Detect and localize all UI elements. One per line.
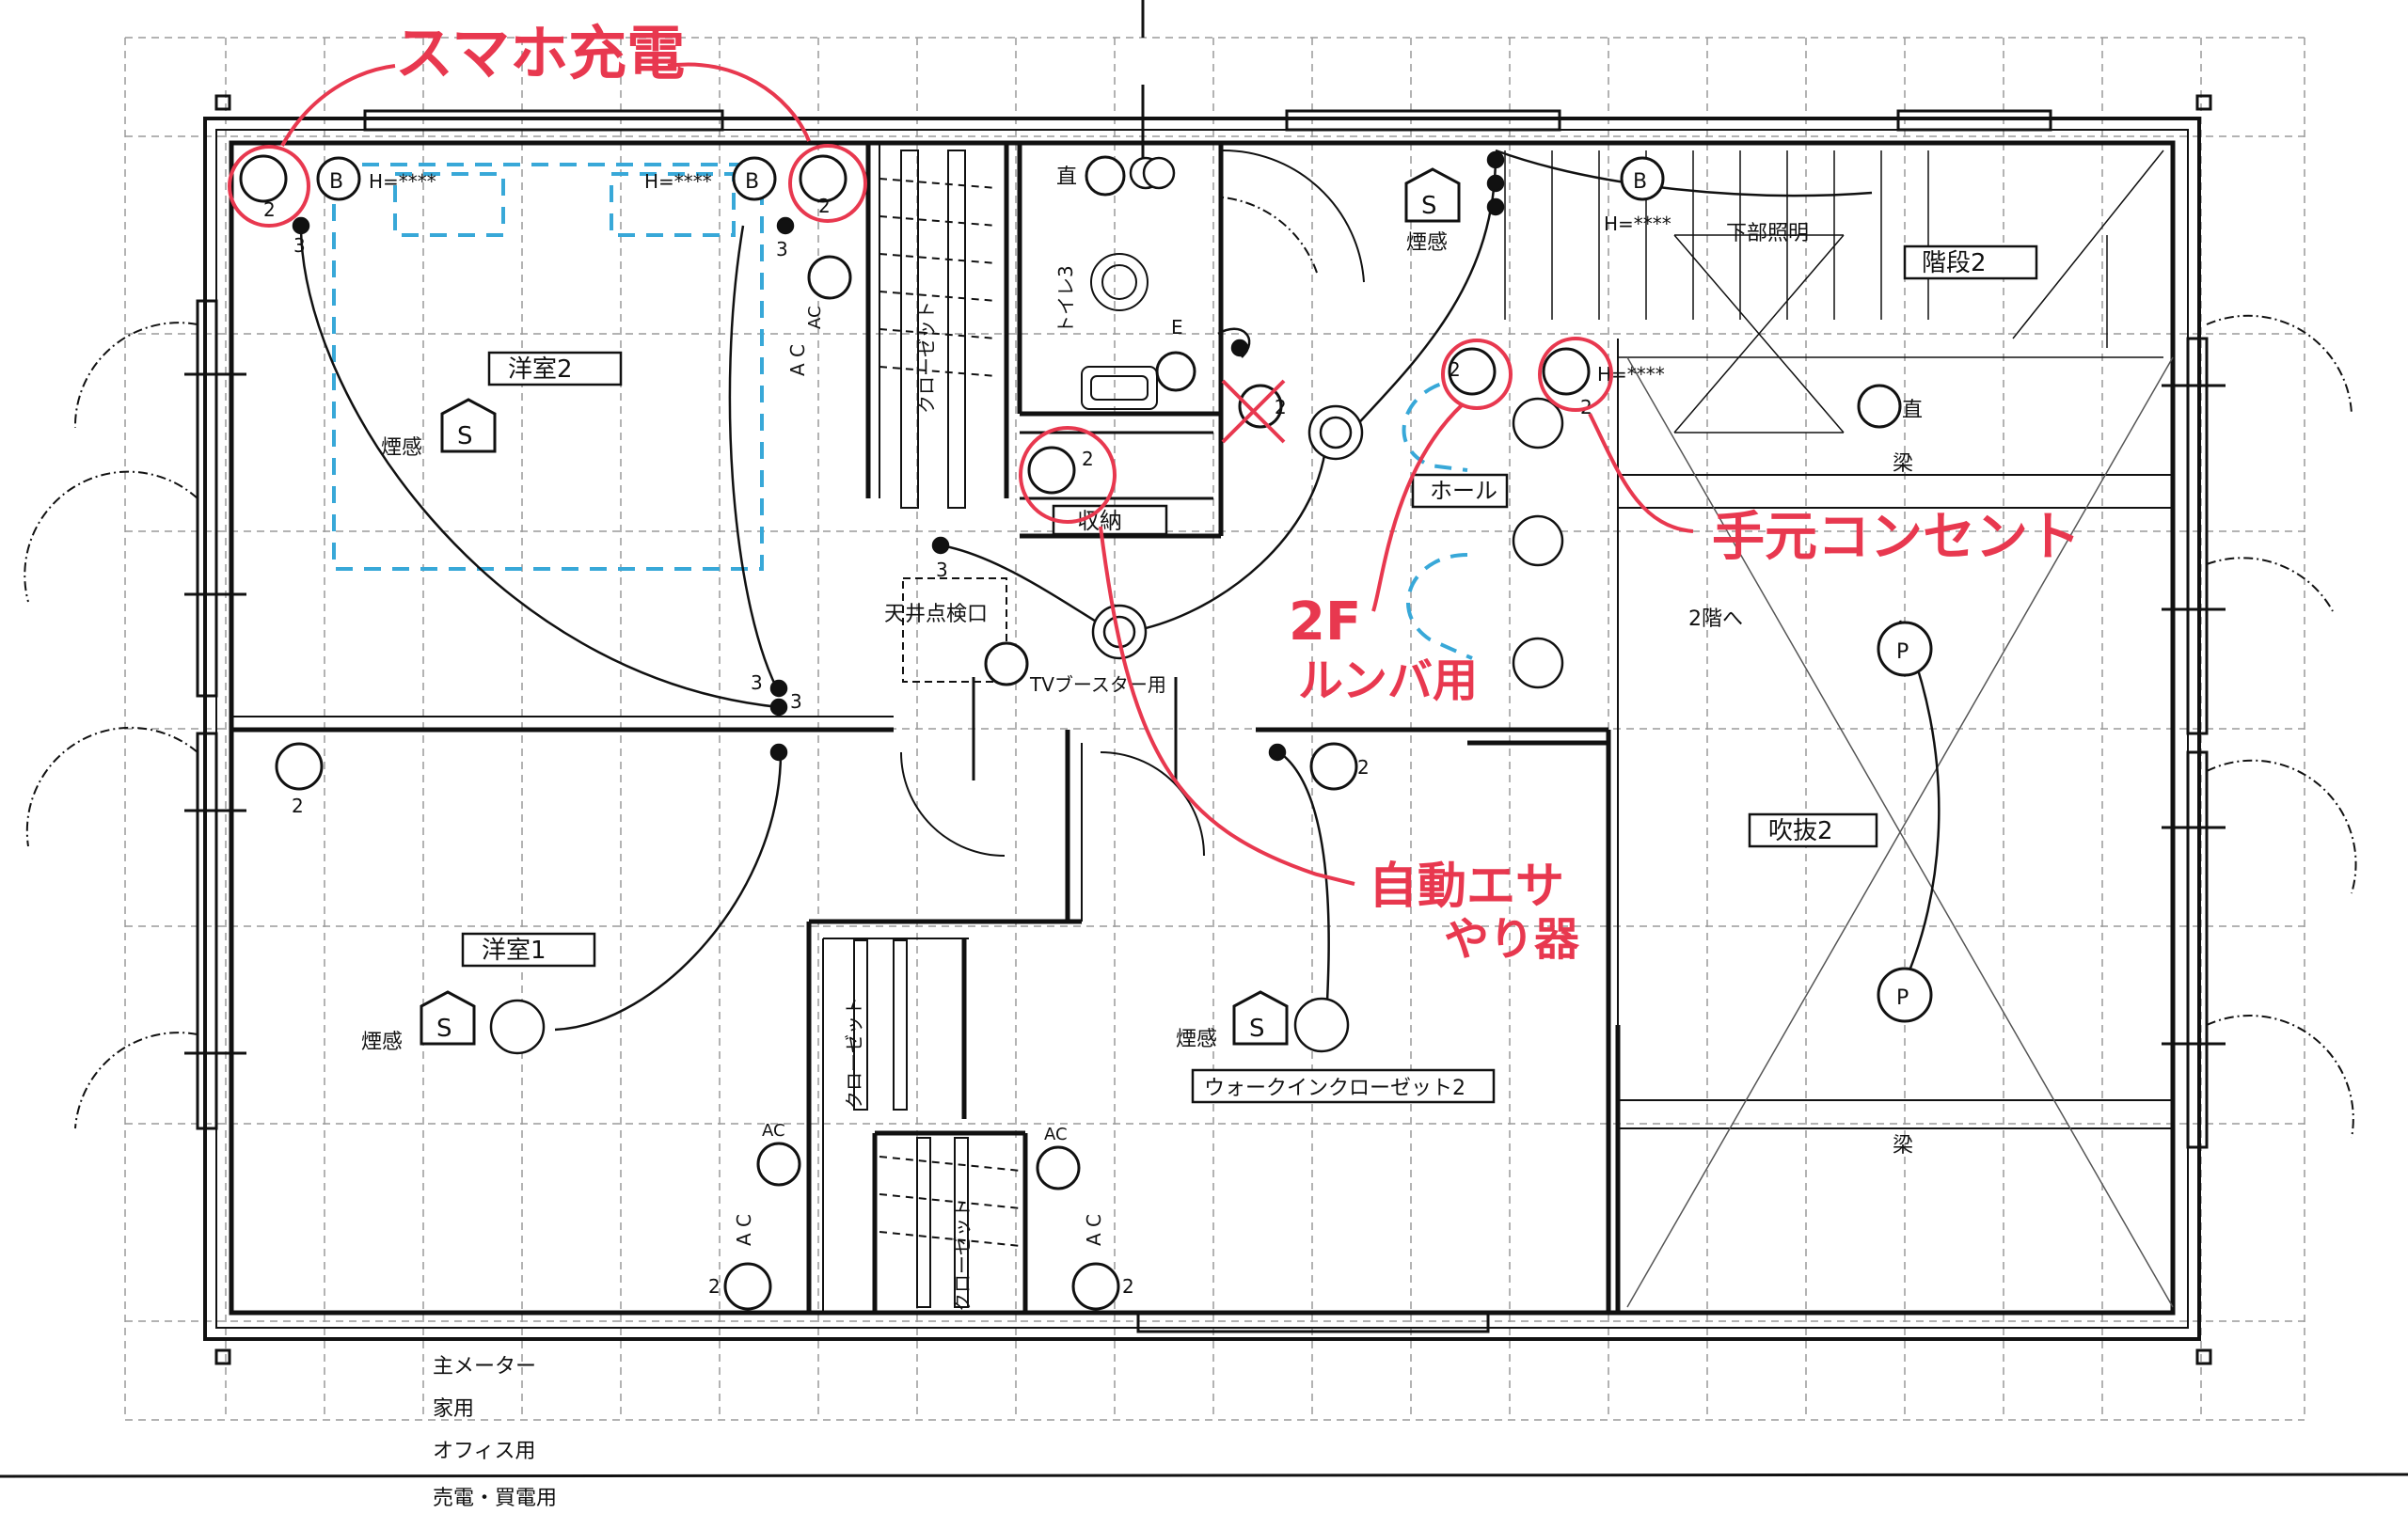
exterior-walls [24,94,2357,1365]
annotation-feeder-line1: 自動エサ [1369,859,1564,915]
h-mark-4: H=**** [1604,213,1671,235]
p-label-2: P [1896,986,1909,1010]
beam-label-1: 梁 [1893,452,1913,476]
ac-short-3: AC [1044,1125,1068,1144]
toilet-fixtures [1081,253,1158,410]
num-label-11: 3 [293,234,306,257]
annotation-hand-outlet: 手元コンセント [1712,507,2081,568]
num-label-12: 3 [776,238,788,260]
num-label-15: 3 [936,559,948,581]
room-western1: 洋室1 [482,937,547,965]
h-mark-2: H=**** [644,170,712,193]
interior-walls [231,143,2173,1313]
legend-item-3: オフィス用 [433,1440,536,1463]
legend-item-2: 家用 [433,1397,474,1421]
legend-item-1: 主メーター [433,1355,536,1379]
room-label-boxes [461,244,2038,1104]
num-label-9: 2 [1122,1275,1134,1298]
b-label-2: B [745,170,759,194]
h-mark-1: H=**** [369,170,436,193]
num-label-1: 2 [263,198,276,221]
ceiling-hatch [902,577,1007,683]
e-mark: E [1171,316,1183,339]
closet-shelves [853,150,1022,1308]
p-label-1: P [1896,640,1909,664]
annotation-roomba-line2: ルンバ用 [1298,654,1478,707]
removed-outlet [1221,379,1286,444]
void-cross [1626,356,2174,1308]
legend-item-4: 売電・買電用 [433,1487,557,1510]
h-mark-3: H=**** [1597,363,1665,386]
num-label-14: 3 [790,690,802,713]
room-hall: ホール [1430,478,1497,504]
s-label-4: S [1249,1015,1265,1043]
ac-short-1: AC [805,306,825,329]
ac-label-3: A C [1083,1214,1105,1246]
room-walkin: ウォークインクローゼット2 [1204,1077,1465,1100]
annotation-marks [228,62,1694,886]
annotation-phone-charge: スマホ充電 [395,19,685,87]
tv-booster-label: TVブースター用 [1029,673,1166,696]
room-western2: 洋室2 [508,355,573,384]
annotation-roomba-line1: 2F [1289,591,1361,653]
b-label-1: B [329,170,343,194]
doors [900,0,1365,857]
downlight-label: 下部照明 [1726,222,1809,245]
smoke-detectors [420,167,1461,1046]
beam-label-2: 梁 [1893,1134,1913,1158]
room-toilet: トイレ3 [1054,265,1077,334]
b-label-3: B [1633,170,1647,194]
light-fixtures [489,156,1564,1055]
ac-short-2: AC [762,1121,785,1141]
annotation-feeder-line2: やり器 [1444,913,1580,966]
num-label-13: 3 [751,671,763,694]
smoke-label-2: 煙感 [1406,231,1448,255]
num-label-10: 2 [1275,396,1287,418]
s-label-3: S [436,1015,452,1043]
room-closet-top: クローゼット [915,301,938,414]
room-void: 吹抜2 [1768,817,1833,845]
s-label-1: S [457,422,473,450]
room-stairs: 階段2 [1922,249,1987,277]
smoke-label-1: 煙感 [381,436,422,460]
num-label-3: 2 [1449,358,1461,381]
ac-label-1: A C [786,344,809,376]
to-2f-label: 2階へ [1688,607,1743,631]
num-label-2: 2 [818,195,831,217]
smoke-label-3: 煙感 [361,1031,403,1054]
b-fixtures [316,156,1665,201]
num-label-7: 2 [1357,756,1370,779]
num-label-6: 2 [292,795,304,817]
pendant-lights [1877,621,1933,1023]
stairs [1504,150,2164,433]
switch-symbols [756,155,1902,1190]
num-label-5: 2 [1082,448,1094,470]
smoke-label-4: 煙感 [1176,1028,1217,1051]
room-closet-mid: クローゼット [951,1199,974,1312]
legend-divider [0,1473,2408,1478]
direct-label-1: 直 [1056,166,1077,189]
ac-label-2: A C [733,1214,755,1246]
wiring [292,149,1941,1032]
room-ceiling-hatch: 天井点検口 [884,603,988,626]
room-closet-left: クローゼット [843,997,865,1110]
num-label-8: 2 [708,1275,721,1298]
s-label-2: S [1421,192,1437,220]
direct-label-2: 直 [1902,399,1923,422]
